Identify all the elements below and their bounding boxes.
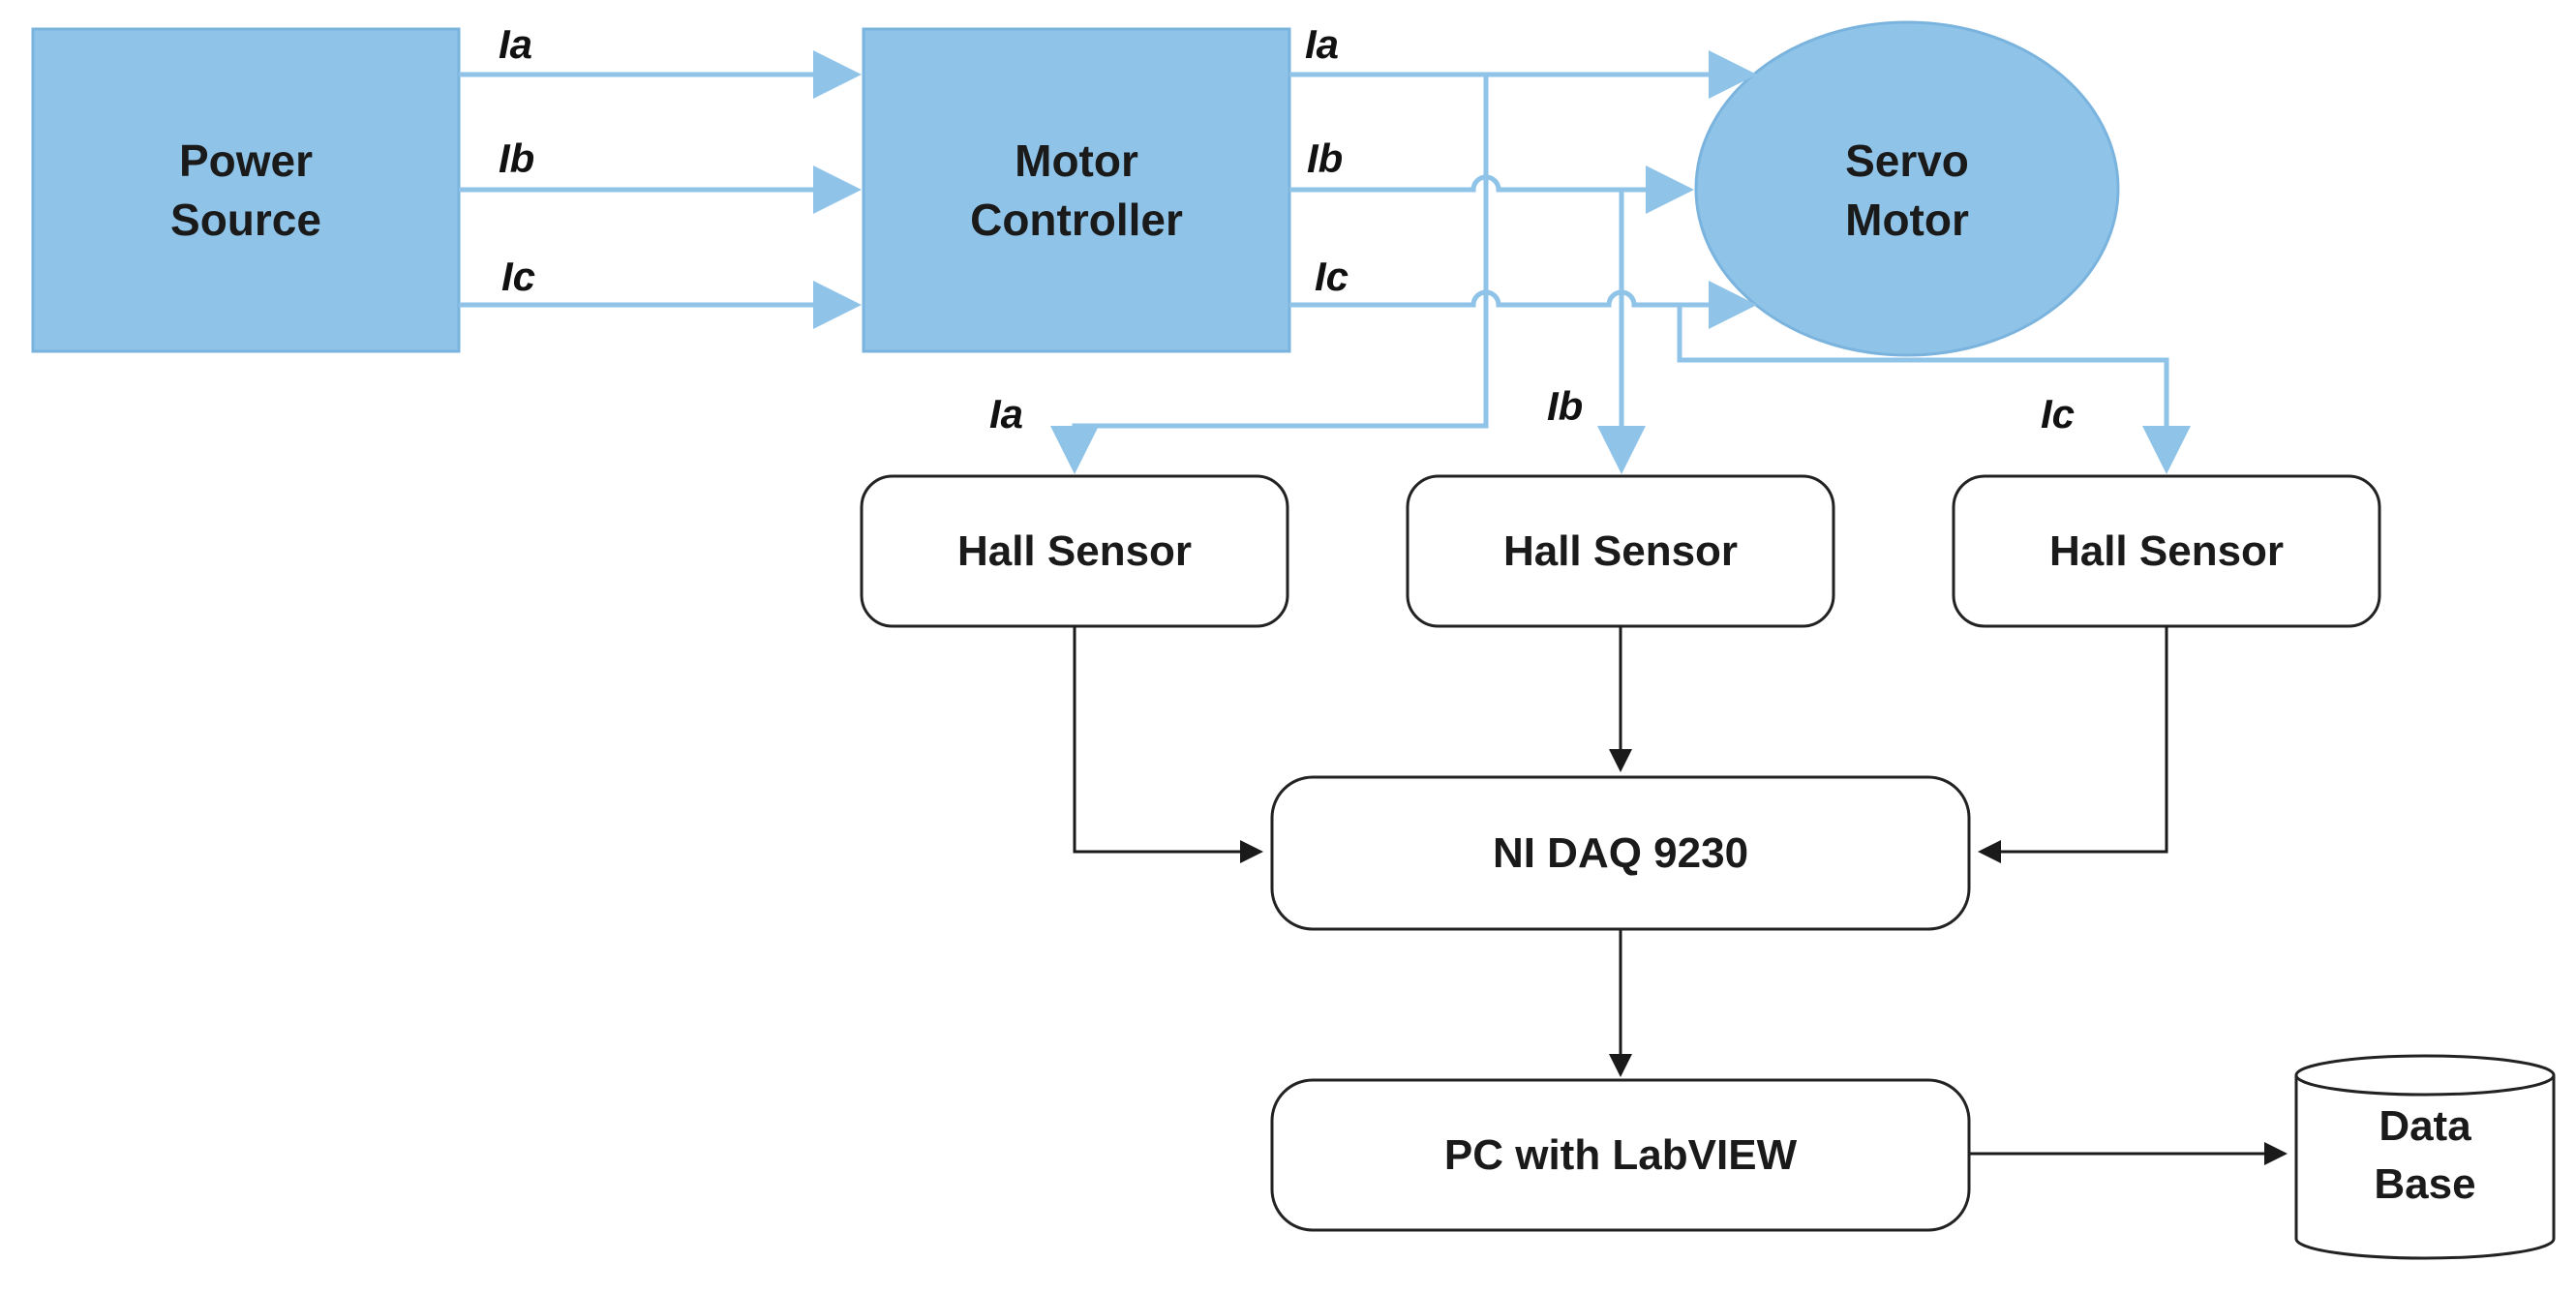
ni-daq-box: NI DAQ 9230 — [1270, 775, 1971, 931]
tap-ic — [1677, 305, 2191, 474]
database-icon: Data Base — [2294, 1054, 2556, 1260]
data-lines — [1073, 626, 2288, 1165]
hall-sensor-b: Hall Sensor — [1406, 474, 1835, 628]
hall-sensor-a: Hall Sensor — [860, 474, 1289, 628]
servo-motor-label-line2: Motor — [1845, 195, 1969, 245]
tap-ia — [1050, 75, 1489, 474]
sensor-tap-lines — [1050, 75, 2191, 474]
database-label-line2: Base — [2374, 1160, 2475, 1208]
hall-sensor-c: Hall Sensor — [1952, 474, 2381, 628]
line-sensor-c-to-daq — [1978, 626, 2168, 863]
ni-daq-label: NI DAQ 9230 — [1493, 829, 1748, 877]
signal-label-ia-controller: Ia — [1305, 21, 1339, 67]
hall-sensor-b-label: Hall Sensor — [1503, 527, 1738, 575]
power-source-label-line2: Source — [170, 195, 321, 245]
power-source-label-line1: Power — [179, 135, 313, 186]
power-source-block: Power Source — [31, 27, 461, 353]
source-to-controller-lines — [459, 50, 862, 329]
line-ic-controller — [1289, 281, 1757, 329]
signal-label-ic-tap: Ic — [2041, 391, 2075, 436]
pc-labview-box: PC with LabVIEW — [1270, 1078, 1971, 1232]
line-sensor-a-to-daq — [1073, 626, 1263, 863]
signal-label-ia-source: Ia — [499, 21, 532, 67]
pc-labview-label: PC with LabVIEW — [1444, 1131, 1798, 1179]
servo-motor-block: Servo Motor — [1694, 20, 2120, 357]
hall-sensor-a-label: Hall Sensor — [957, 527, 1192, 575]
motor-controller-label-line2: Controller — [970, 195, 1183, 245]
signal-label-ic-controller: Ic — [1315, 254, 1349, 299]
signal-label-ib-tap: Ib — [1547, 383, 1583, 429]
controller-to-motor-lines — [1289, 50, 1757, 329]
signal-label-ic-source: Ic — [501, 254, 535, 299]
motor-controller-block: Motor Controller — [862, 27, 1291, 353]
servo-motor-label-line1: Servo — [1845, 135, 1969, 186]
hall-sensor-c-label: Hall Sensor — [2049, 527, 2284, 575]
database-label-line1: Data — [2379, 1102, 2471, 1150]
line-ib-controller — [1289, 165, 1694, 214]
motor-controller-label-line1: Motor — [1015, 135, 1138, 186]
signal-label-ia-tap: Ia — [989, 391, 1023, 436]
signal-label-ib-controller: Ib — [1307, 135, 1343, 181]
signal-label-ib-source: Ib — [499, 135, 534, 181]
